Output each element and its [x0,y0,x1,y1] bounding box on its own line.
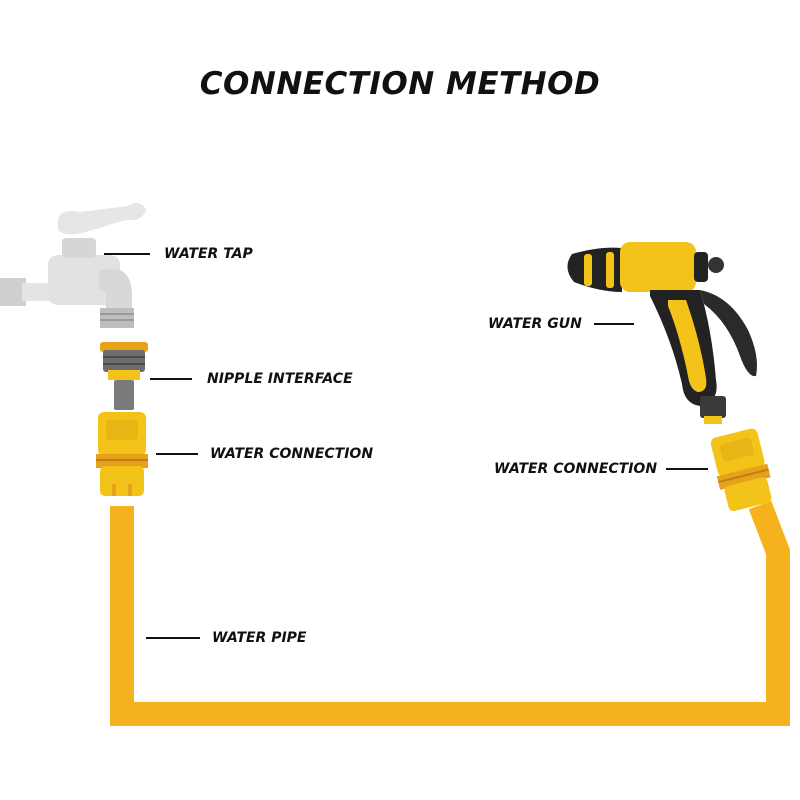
water-connection-right-icon [710,428,772,512]
water-gun-icon [567,242,757,424]
label-water-pipe: WATER PIPE [212,630,307,646]
leader-lines [104,253,708,639]
label-nipple-interface: NIPPLE INTERFACE [207,371,353,387]
nipple-interface-icon [100,342,148,410]
label-water-connection-left: WATER CONNECTION [210,446,374,462]
water-connection-left-icon [96,412,148,496]
label-water-tap: WATER TAP [164,246,253,262]
water-pipe [110,500,790,726]
diagram-title: CONNECTION METHOD [199,66,601,102]
water-tap-icon [0,202,146,328]
label-water-connection-right: WATER CONNECTION [494,461,658,477]
label-water-gun: WATER GUN [488,316,582,332]
